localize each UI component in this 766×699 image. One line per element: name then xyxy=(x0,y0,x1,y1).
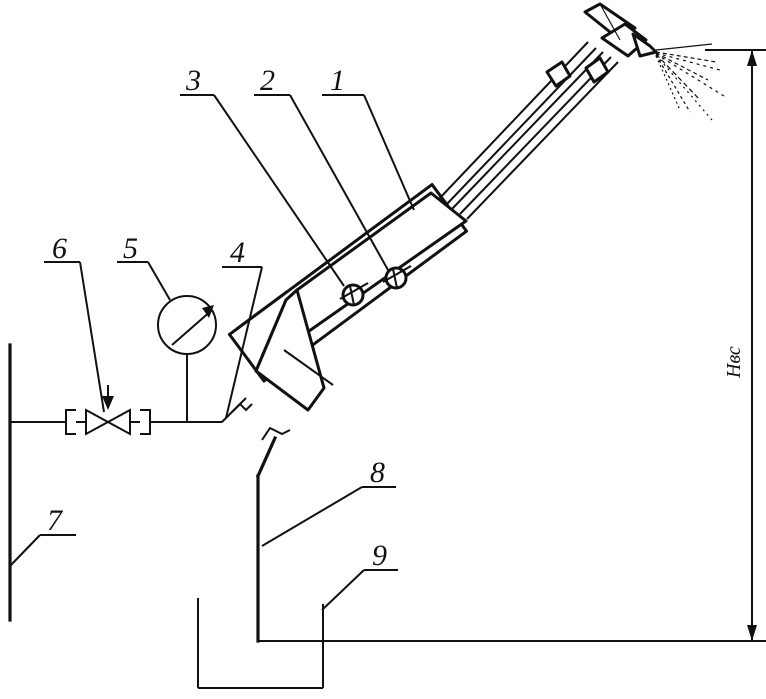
callout-1: 1 xyxy=(330,64,345,97)
nozzle-head xyxy=(583,2,658,58)
inlet-flange xyxy=(231,402,253,413)
height-dimension xyxy=(705,49,766,641)
leader-lines xyxy=(9,94,415,611)
outlet-flange xyxy=(261,426,291,441)
control-knob-3 xyxy=(339,282,369,307)
rod-clamp-1 xyxy=(545,60,572,88)
callout-6: 6 xyxy=(52,232,67,265)
callout-4: 4 xyxy=(230,236,245,269)
barrel-flare-edge xyxy=(283,349,334,386)
callout-8: 8 xyxy=(370,456,385,489)
barrel-flare xyxy=(254,288,326,412)
callout-3: 3 xyxy=(185,64,201,97)
pressure-gauge xyxy=(157,295,217,422)
control-knob-2 xyxy=(382,265,412,290)
water-tank xyxy=(197,598,324,689)
suction-pipe-bend xyxy=(255,435,278,479)
shutoff-valve xyxy=(65,385,151,436)
rod-clamp-2 xyxy=(584,56,610,84)
callout-5: 5 xyxy=(123,232,138,265)
callout-7: 7 xyxy=(47,504,64,537)
arrow-down-icon xyxy=(102,396,114,410)
height-dimension-label: Hвс xyxy=(723,346,745,379)
callout-2: 2 xyxy=(260,64,275,97)
callout-9: 9 xyxy=(372,539,387,572)
gauge-needle-icon xyxy=(202,305,214,318)
spray-jet xyxy=(655,43,725,121)
